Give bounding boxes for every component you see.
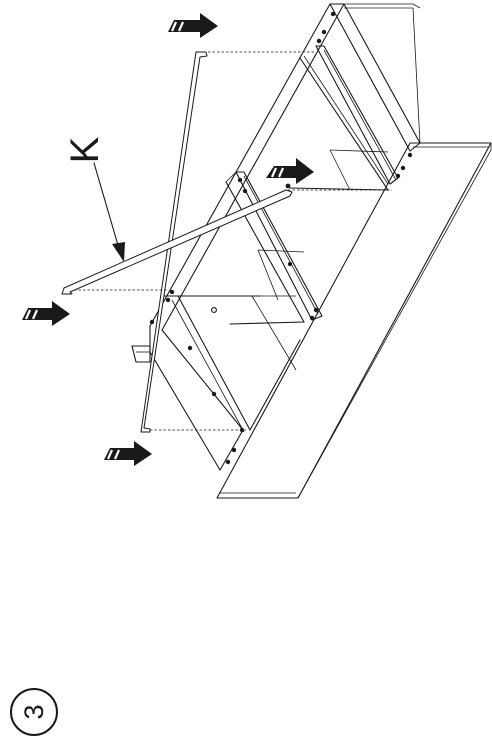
push-arrow-left	[22, 301, 70, 326]
push-arrow-middle	[266, 158, 314, 184]
alignment-guides	[74, 51, 392, 431]
leader-arrowhead	[112, 242, 125, 262]
step-indicator: 3	[10, 688, 58, 736]
lower-shelf	[163, 295, 301, 433]
bookcase-unit	[131, 3, 492, 499]
screw-holes	[149, 11, 413, 465]
rods	[61, 51, 293, 433]
middle-shelf	[225, 171, 323, 325]
base-foot	[131, 345, 151, 363]
part-callout: K	[63, 136, 125, 262]
push-arrow-bottom	[104, 441, 152, 466]
top-panel	[329, 3, 421, 152]
long-rod	[140, 51, 208, 433]
upper-shelf	[289, 45, 399, 191]
part-label-k: K	[63, 136, 107, 163]
rod-k	[61, 189, 293, 295]
long-side-panel	[216, 142, 492, 499]
step-number: 3	[19, 704, 49, 719]
push-arrow-top	[168, 13, 218, 38]
